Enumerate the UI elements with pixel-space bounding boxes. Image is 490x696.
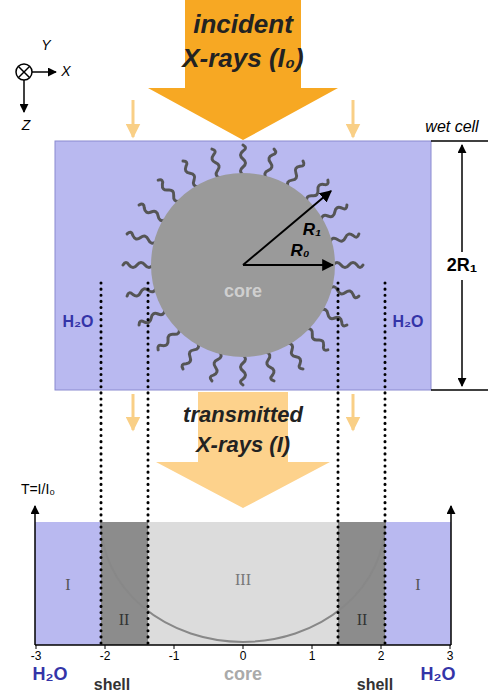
region-number: II bbox=[357, 611, 368, 629]
tick-label: -2 bbox=[100, 650, 111, 663]
region-number: I bbox=[415, 576, 420, 594]
part-label: core bbox=[224, 282, 262, 302]
region-label: shell bbox=[94, 676, 130, 694]
ligand-shell bbox=[123, 145, 363, 385]
radius-label: R₁ bbox=[303, 221, 321, 240]
axis-name: Z bbox=[22, 118, 31, 133]
axis-name: Y bbox=[41, 38, 50, 53]
ray-arrow bbox=[132, 100, 135, 137]
region-label: shell bbox=[357, 676, 393, 694]
beam-label: X-rays (I₀) bbox=[182, 44, 304, 73]
axes-icon bbox=[16, 64, 56, 112]
radius-arrow bbox=[243, 264, 333, 266]
dimension-arrow bbox=[461, 145, 463, 252]
beam-label: X-rays (I) bbox=[196, 433, 290, 457]
tick-label: -1 bbox=[169, 650, 180, 663]
guide-lines bbox=[101, 283, 385, 645]
transmitted-beam bbox=[156, 392, 330, 508]
dimension-label: 2R₁ bbox=[445, 255, 479, 277]
ray-arrow bbox=[352, 100, 355, 137]
region-number: I bbox=[65, 576, 70, 594]
medium-label: H₂O bbox=[33, 665, 68, 685]
region-label: core bbox=[224, 665, 262, 685]
medium-label: H₂O bbox=[421, 665, 456, 685]
region-number: III bbox=[235, 571, 251, 589]
ray-arrow bbox=[132, 394, 135, 430]
tick-label: -3 bbox=[31, 650, 42, 663]
beam-label: incident bbox=[193, 10, 293, 39]
dimension-arrow bbox=[461, 280, 463, 386]
cell-label: wet cell bbox=[425, 118, 478, 136]
tick-label: 1 bbox=[309, 650, 316, 663]
radius-label: R₀ bbox=[291, 242, 310, 261]
wet-cell bbox=[55, 141, 431, 390]
radius-arrow bbox=[243, 191, 331, 265]
incident-beam bbox=[148, 0, 338, 140]
axis-title: T=I/I₀ bbox=[21, 482, 55, 497]
tick-label: 3 bbox=[447, 650, 454, 663]
transmission-chart bbox=[35, 506, 451, 649]
tick-label: 2 bbox=[378, 650, 385, 663]
region-number: II bbox=[119, 611, 130, 629]
medium-label: H₂O bbox=[392, 313, 423, 331]
beam-label: transmitted bbox=[183, 403, 303, 427]
axis-name: X bbox=[61, 64, 70, 79]
tick-label: 0 bbox=[240, 650, 247, 663]
ray-arrow bbox=[352, 394, 355, 430]
medium-label: H₂O bbox=[62, 313, 93, 331]
core-sphere bbox=[151, 173, 335, 357]
